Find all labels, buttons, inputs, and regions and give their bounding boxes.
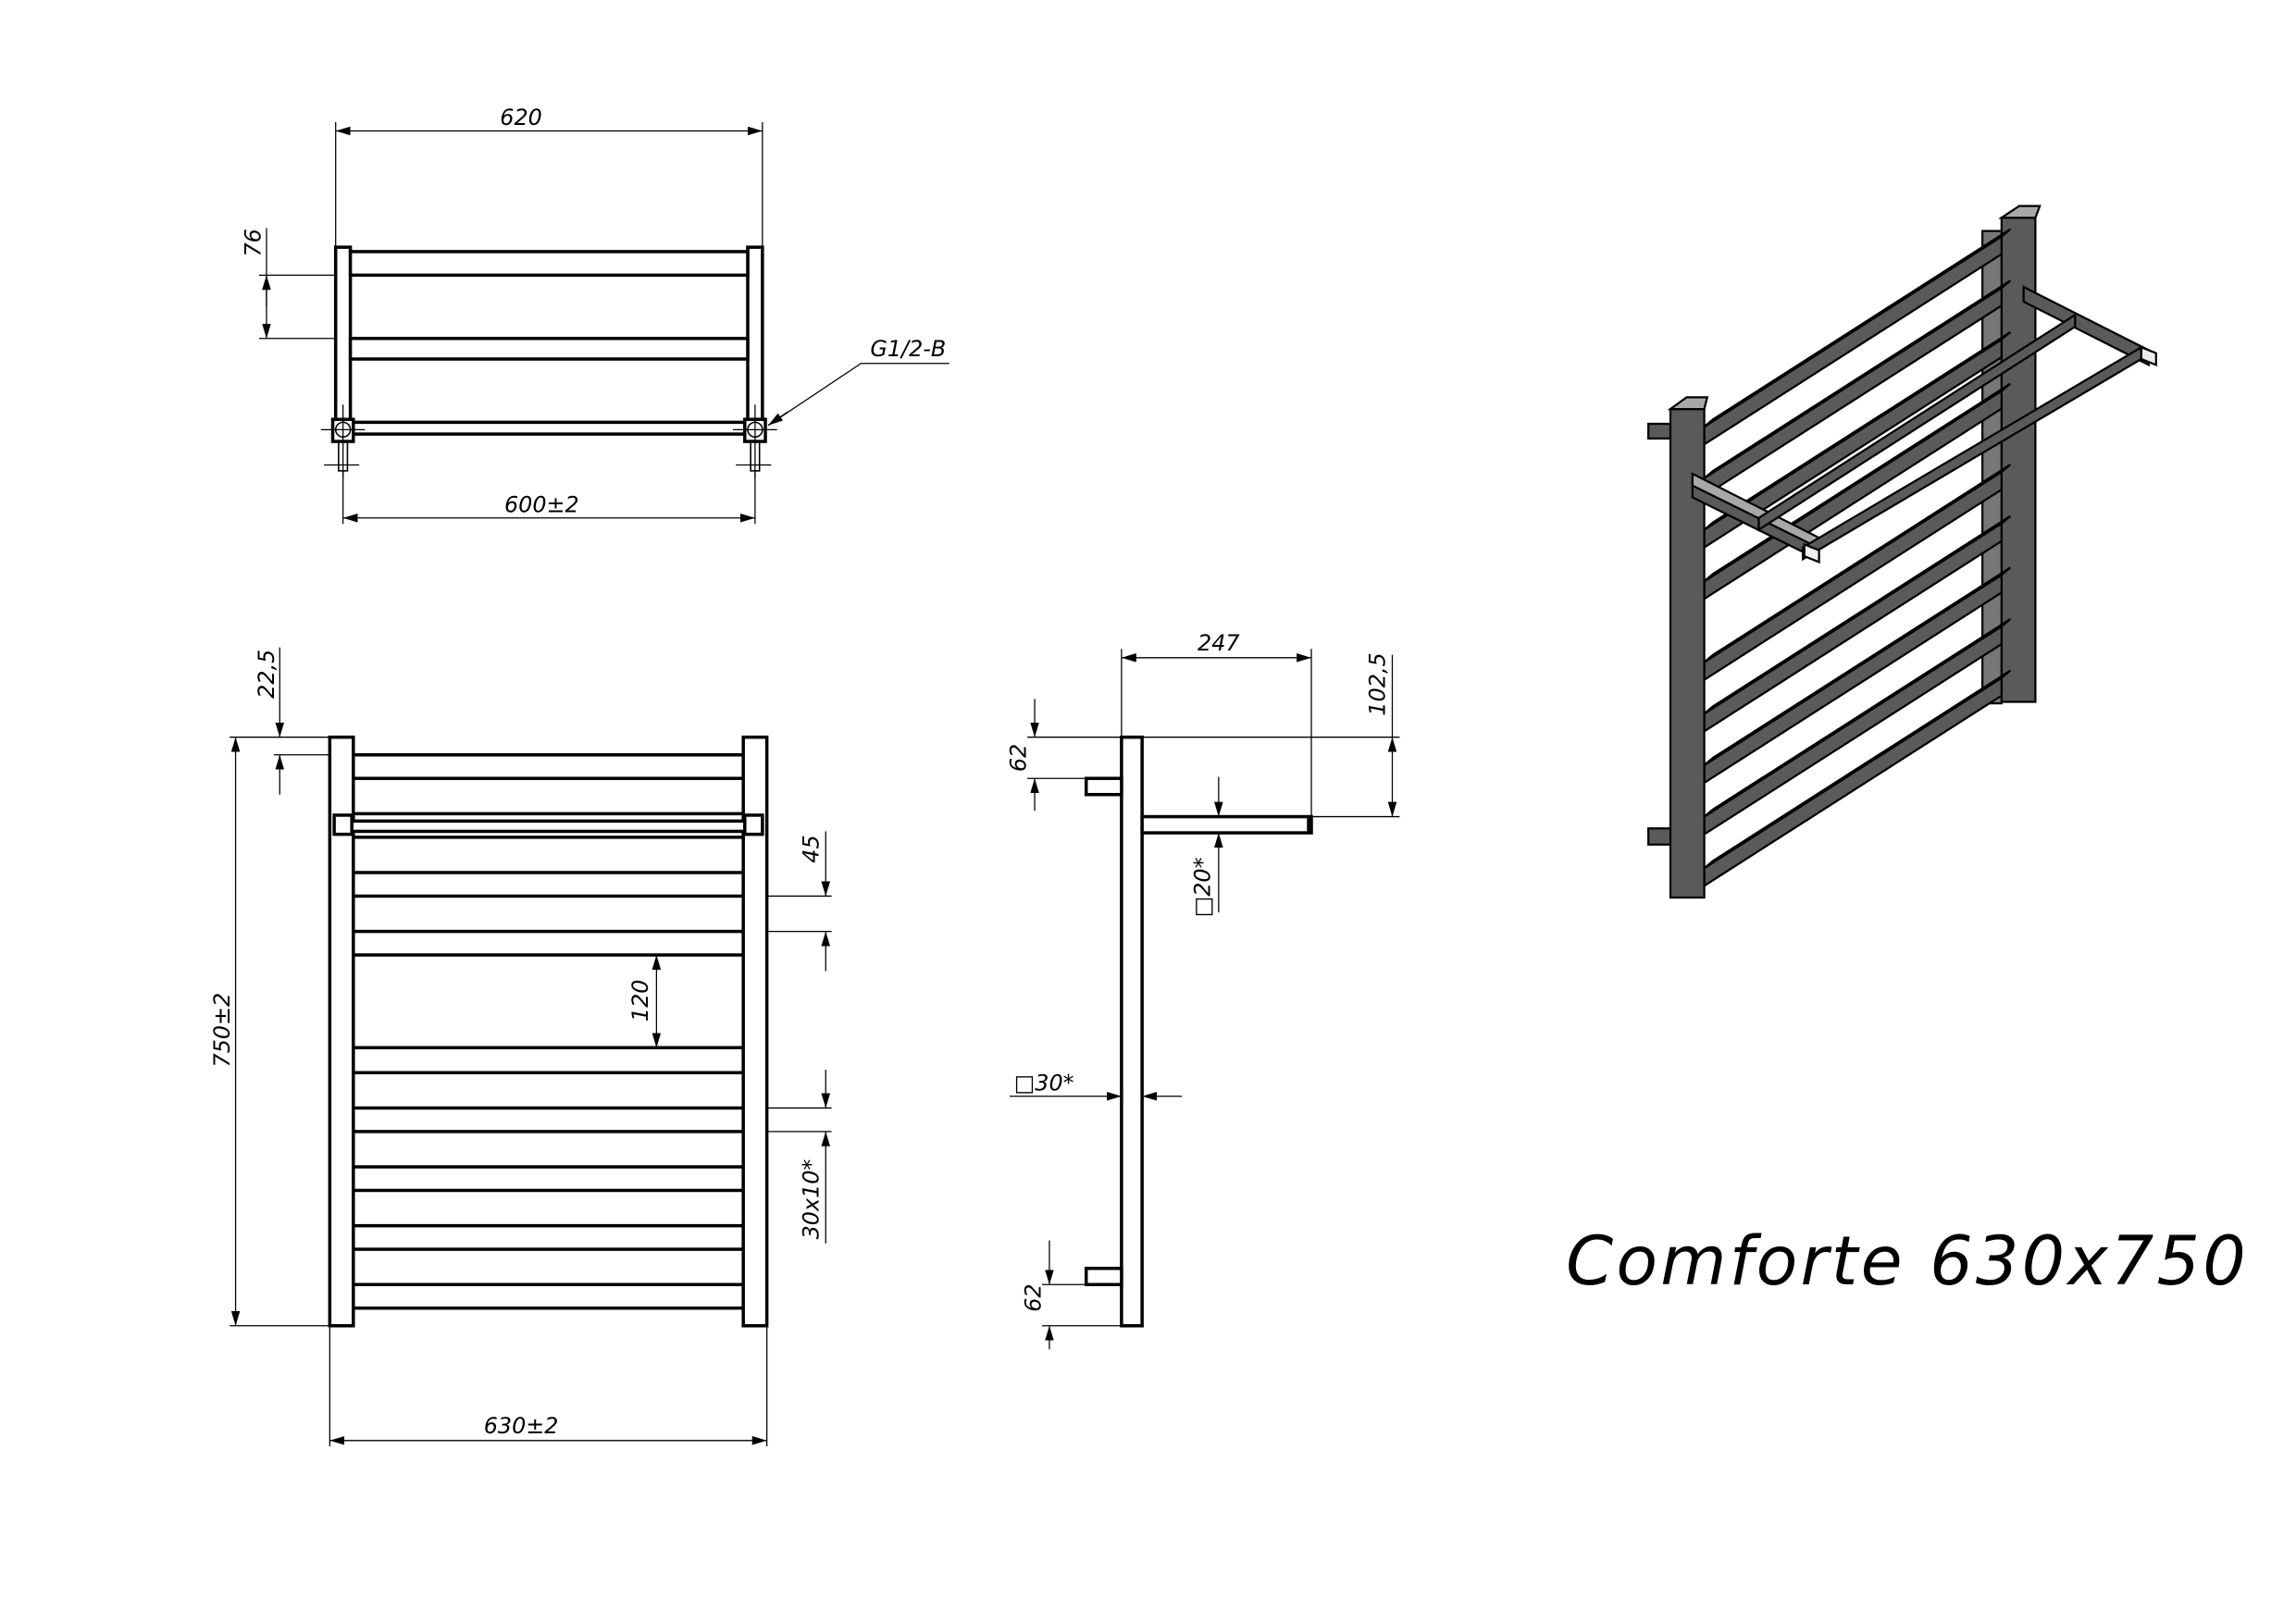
iso-back-post-top [1998, 204, 2042, 219]
shelf-rail [348, 250, 750, 278]
dim-width: 630±2 [484, 1413, 559, 1439]
heating-rail [352, 1282, 745, 1310]
label-connection-thread: G1/2-B [870, 336, 946, 362]
iso-rail-top [1703, 514, 2012, 715]
iso-wall-bracket [1647, 422, 1673, 440]
wall-bracket-bottom [1084, 1267, 1123, 1287]
iso-rail-top [1703, 669, 2012, 870]
iso-rail-top [1703, 279, 2012, 479]
heating-rail [352, 753, 745, 780]
heating-rail [352, 1106, 745, 1134]
iso-rail-top [1703, 464, 2012, 663]
dim-post-profile: □30* [1014, 1070, 1074, 1096]
heating-rail [352, 871, 745, 898]
heating-rail [352, 929, 745, 957]
iso-rail [1703, 624, 2003, 836]
iso-shelf-end-cap [1803, 542, 1820, 564]
isometric-view [1647, 204, 2157, 899]
dim-bracket-top: 62 [1006, 744, 1032, 772]
iso-rail [1703, 234, 2003, 447]
dim-center-distance: 600±2 [504, 491, 579, 517]
connector-right [733, 404, 777, 478]
iso-shelf-bar [1802, 345, 2143, 562]
iso-shelf-arm [2022, 285, 2150, 367]
post [1120, 735, 1144, 1328]
front-view: 750±2 22,5 45 120 30x10* 630±2 [209, 647, 832, 1447]
dim-bracket-bottom: 62 [1020, 1283, 1046, 1311]
dim-height: 750±2 [209, 993, 235, 1068]
dim-width-620: 620 [500, 105, 542, 130]
shelf-rail [348, 336, 750, 361]
dim-shelf-profile: □20* [1189, 857, 1215, 917]
dim-shelf-depth: 247 [1198, 630, 1240, 656]
iso-shelf-bar [1757, 313, 2077, 532]
bottom-pipe [342, 420, 752, 436]
top-view: 620 76 G1/2-B 600±2 [241, 105, 949, 525]
towel-bar [332, 813, 764, 836]
iso-rail-top [1703, 566, 2012, 766]
dim-rail-profile: 30x10* [798, 1159, 824, 1240]
iso-front-post-top [1667, 396, 1709, 411]
iso-rail-top [1703, 618, 2012, 818]
connector-left [320, 404, 366, 478]
product-title: Comforte 630x750 [1566, 1222, 2249, 1301]
dim-top-offset: 22,5 [254, 650, 279, 699]
heating-rail [352, 1223, 745, 1251]
iso-rail [1703, 573, 2003, 786]
dim-rail-spacing: 76 [241, 229, 267, 256]
dim-large-gap: 120 [627, 980, 653, 1022]
dim-shelf-height: 102,5 [1365, 652, 1391, 715]
shelf-arm [1140, 814, 1313, 835]
iso-shelf-end-cap [2140, 345, 2157, 367]
iso-rail [1703, 675, 2003, 888]
heating-rail [352, 1046, 745, 1075]
side-view: 247 102,5 62 □20* □30* 62 [1006, 630, 1400, 1350]
iso-rail-top [1703, 331, 2012, 531]
dim-rail-gap: 45 [798, 835, 824, 862]
iso-rail-top [1703, 228, 2012, 428]
wall-bracket-top [1084, 776, 1123, 797]
iso-wall-bracket [1647, 827, 1673, 846]
heating-rail [352, 1165, 745, 1193]
